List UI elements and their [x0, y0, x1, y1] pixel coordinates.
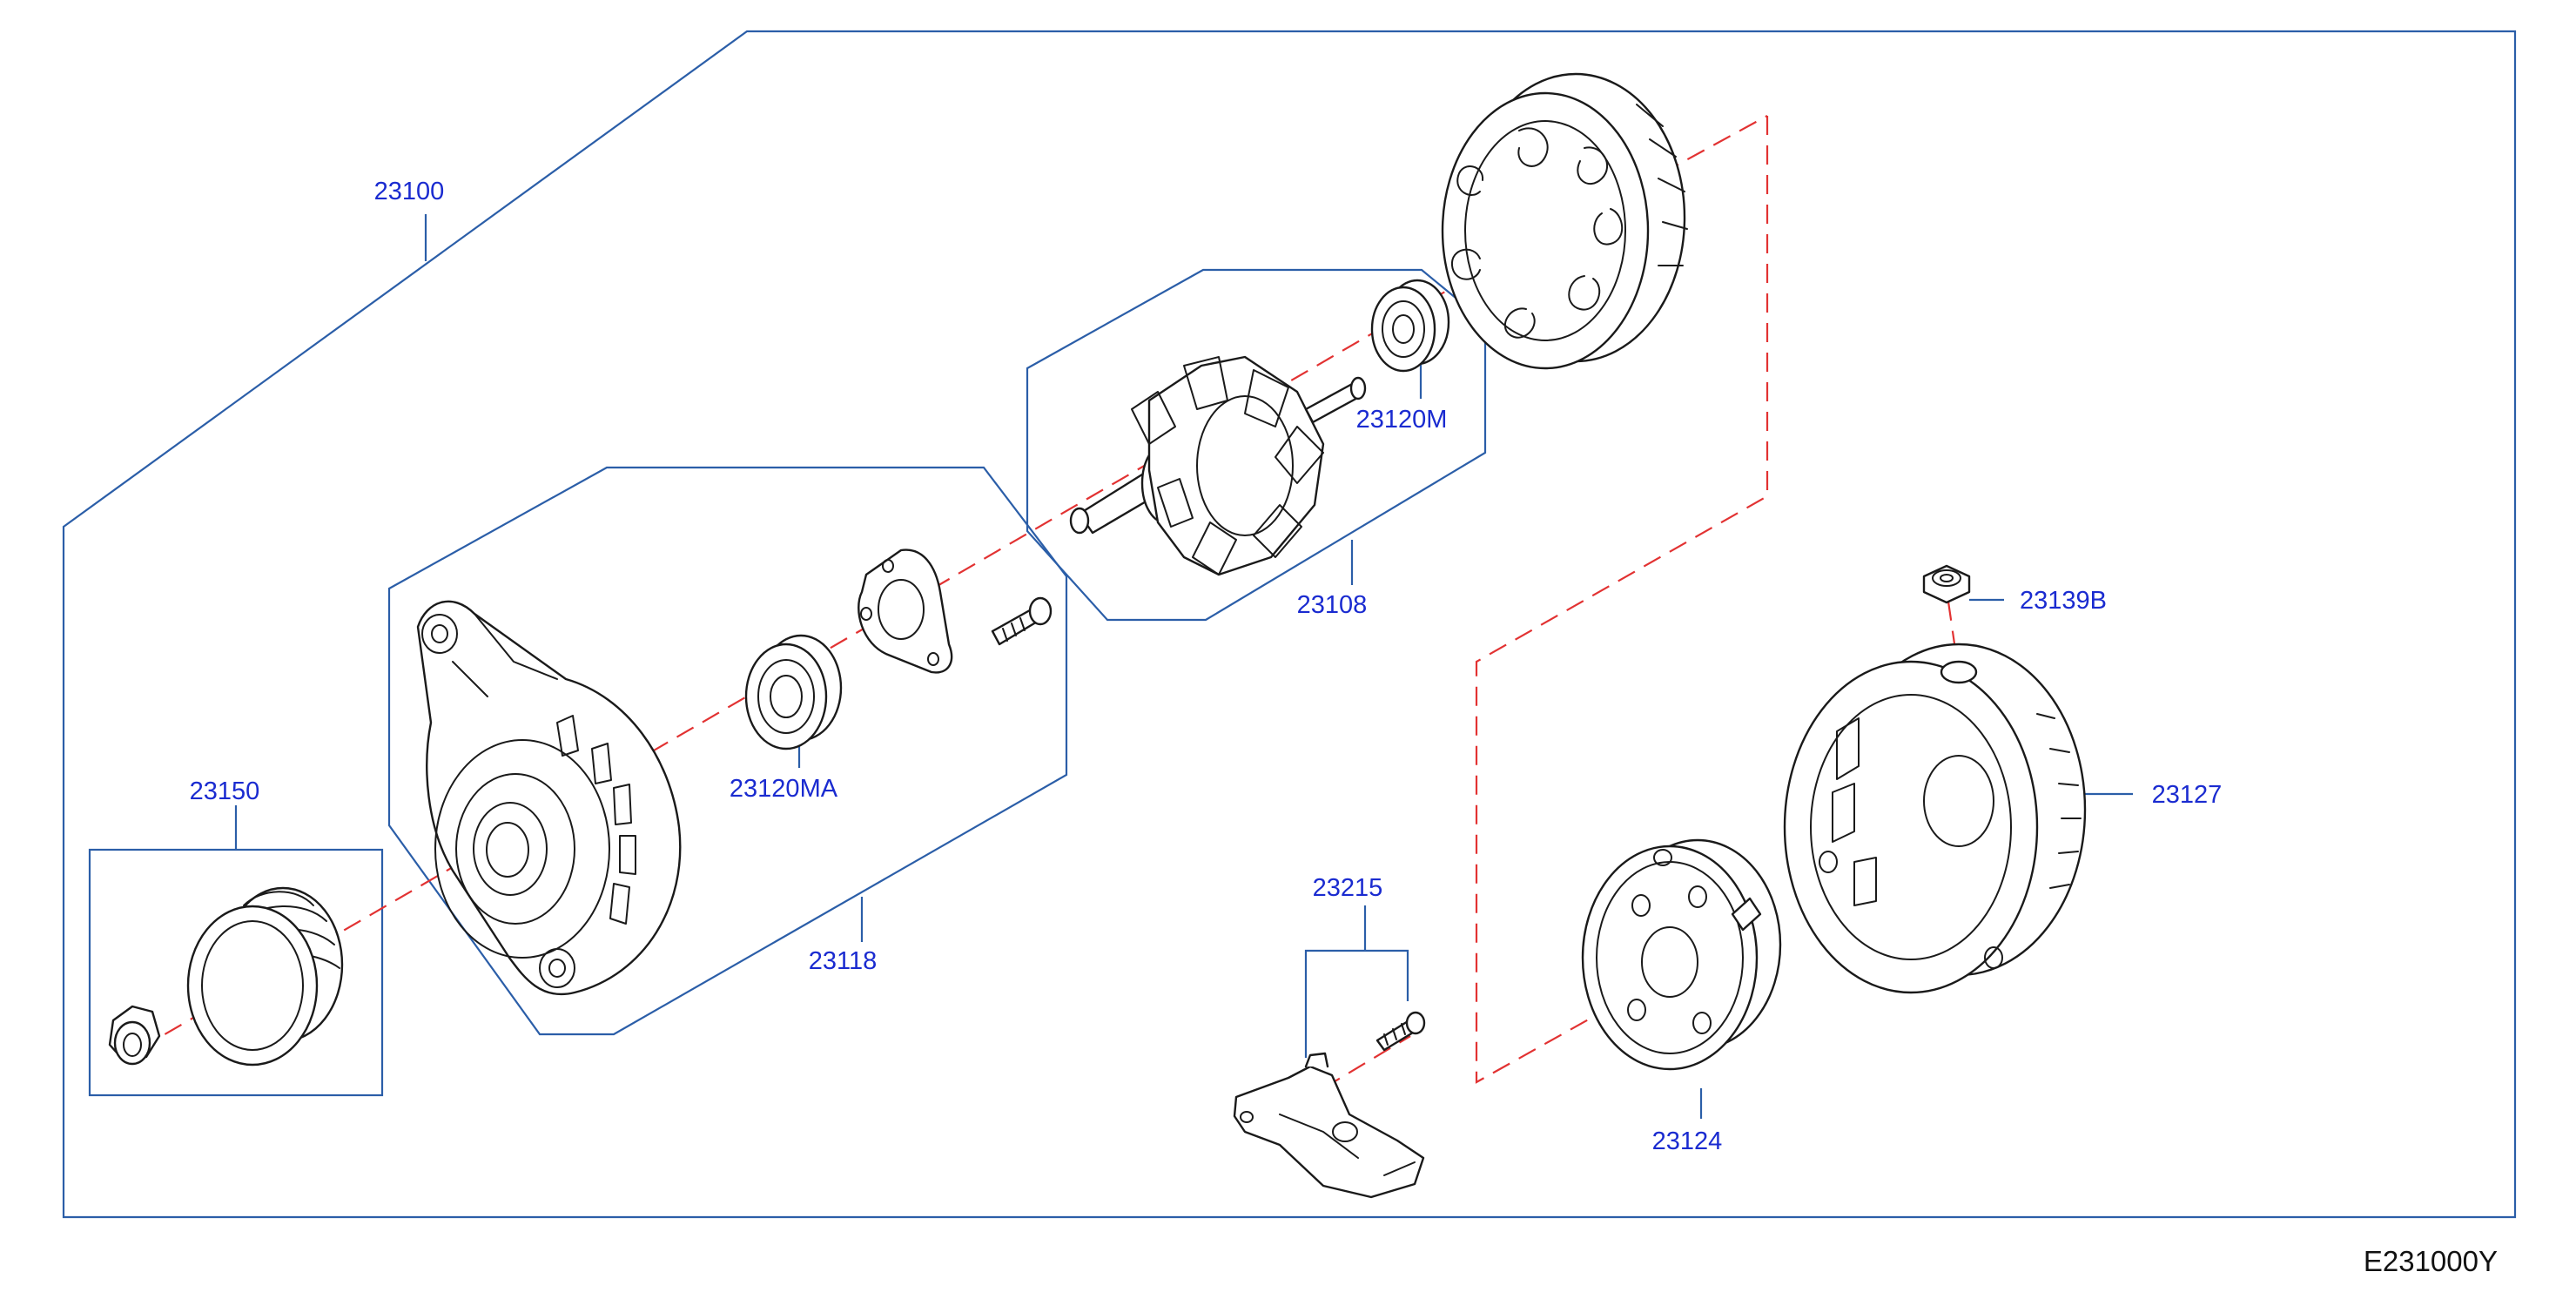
- cap-centerline: [1947, 601, 1959, 663]
- callout-23215: 23215: [1313, 874, 1383, 902]
- retainer-screw: [991, 596, 1053, 646]
- rotor-group-frame: [1026, 268, 1487, 622]
- diagram-id-code: E231000Y: [2364, 1245, 2498, 1277]
- assembly-frame: [62, 30, 2517, 1219]
- front-bearing: [744, 634, 843, 750]
- rotor: [1069, 355, 1367, 576]
- cover-cap: [1922, 564, 1971, 604]
- callout-23100: 23100: [374, 178, 445, 205]
- rear-offset-centerline: [1475, 116, 1769, 1084]
- callout-23139B: 23139B: [2020, 587, 2107, 615]
- stator: [1441, 72, 1688, 370]
- bearing-retainer-plate: [858, 548, 953, 674]
- leader-23215-bracket: [1304, 949, 1409, 1058]
- screw-centerline: [1322, 1035, 1411, 1089]
- callout-23120MA: 23120MA: [730, 775, 838, 803]
- pulley-nut: [108, 1005, 161, 1066]
- callout-23124: 23124: [1652, 1127, 1723, 1155]
- front-housing-group-frame: [387, 466, 1068, 1036]
- rear-bearing: [1370, 279, 1450, 373]
- callout-23118: 23118: [809, 947, 878, 975]
- brush-holder: [1233, 1052, 1425, 1199]
- front-housing: [416, 600, 682, 995]
- callout-23127: 23127: [2152, 781, 2223, 809]
- pulley: [186, 886, 344, 1067]
- brush-holder-screw: [1375, 1011, 1426, 1052]
- rear-plate: [1581, 838, 1782, 1071]
- callout-23108: 23108: [1297, 591, 1368, 619]
- callout-23120M: 23120M: [1356, 406, 1448, 434]
- callout-23150: 23150: [190, 777, 260, 805]
- rear-housing: [1783, 643, 2087, 994]
